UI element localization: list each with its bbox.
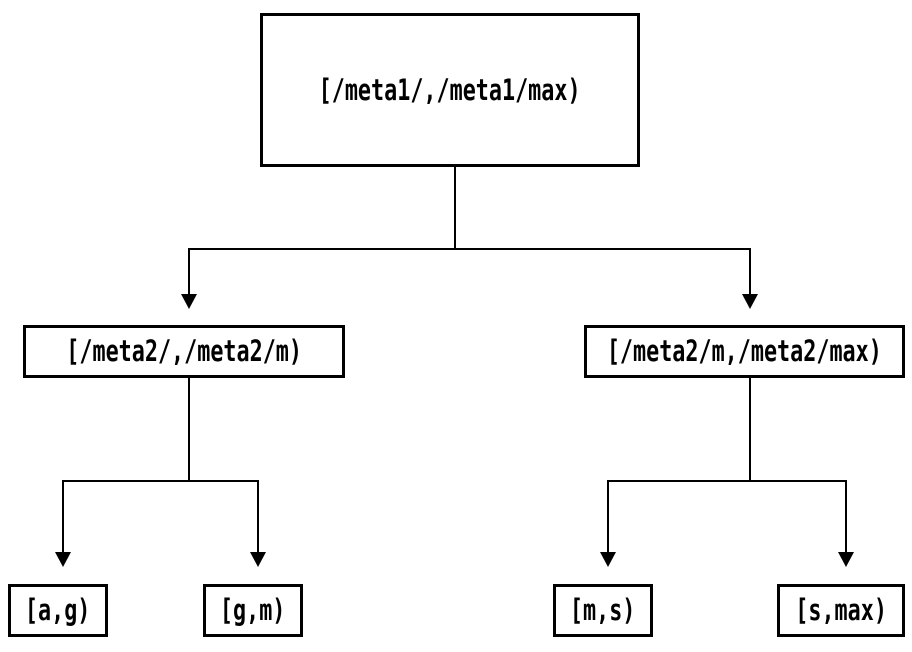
edge-left-branches — [62, 480, 259, 553]
node-leaf-g-m: [g,m) — [203, 584, 303, 637]
node-leaf-s-max: [s,max) — [777, 584, 905, 637]
arrowhead-icon — [600, 552, 616, 567]
node-leaf-g-m-label: [g,m) — [220, 593, 286, 627]
node-meta2-high-label: [/meta2/m,/meta2/max) — [607, 334, 882, 368]
node-leaf-s-max-label: [s,max) — [795, 593, 887, 627]
edge-root-branches — [188, 248, 751, 295]
arrowhead-icon — [181, 294, 197, 309]
node-root-label: [/meta1/,/meta1/max) — [319, 72, 581, 107]
edge-right-branches — [607, 480, 847, 553]
node-meta2-low: [/meta2/,/meta2/m) — [23, 325, 345, 378]
node-leaf-a-g-label: [a,g) — [25, 593, 91, 627]
node-meta2-low-label: [/meta2/,/meta2/m) — [66, 334, 302, 368]
node-meta2-high: [/meta2/m,/meta2/max) — [584, 325, 905, 378]
node-root: [/meta1/,/meta1/max) — [260, 13, 640, 167]
node-leaf-a-g: [a,g) — [8, 584, 108, 637]
arrowhead-icon — [838, 552, 854, 567]
arrowhead-icon — [250, 552, 266, 567]
node-leaf-m-s-label: [m,s) — [570, 593, 636, 627]
node-leaf-m-s: [m,s) — [553, 584, 653, 637]
arrowhead-icon — [55, 552, 71, 567]
arrowhead-icon — [742, 294, 758, 309]
